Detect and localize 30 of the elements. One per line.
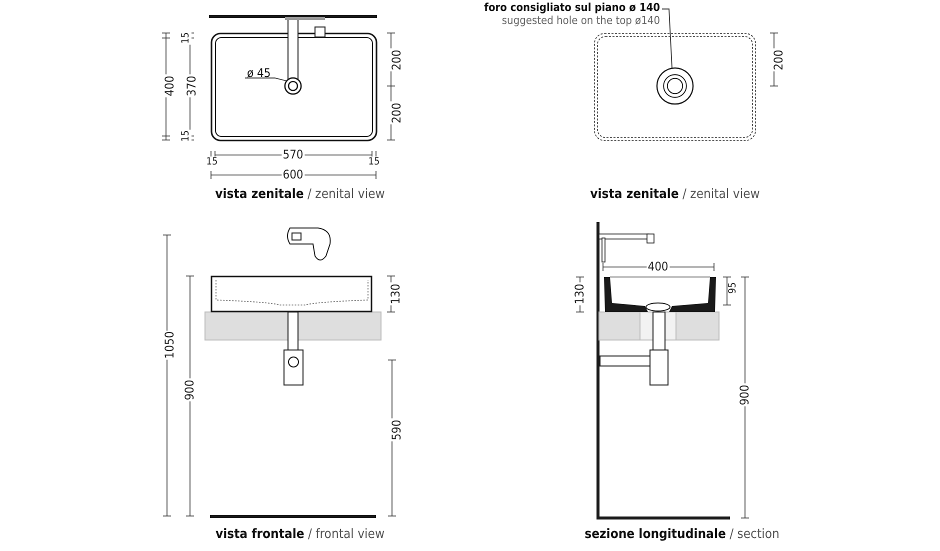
dimension-value: 900 bbox=[183, 378, 197, 402]
dimension-value: 400 bbox=[646, 260, 670, 274]
view-caption: vista zenitale / zenital view bbox=[214, 188, 386, 202]
dimension-value: 900 bbox=[738, 384, 752, 406]
leader-line bbox=[244, 78, 288, 82]
drain-outlet bbox=[284, 77, 302, 95]
dimension-value: 130 bbox=[573, 282, 587, 306]
dimension-value: 15 bbox=[367, 156, 381, 168]
dimension-value: 15 bbox=[180, 129, 192, 143]
hole-marking bbox=[656, 67, 694, 105]
dimension-value: 15 bbox=[205, 156, 219, 168]
view-caption: vista zenitale / zenital view bbox=[589, 188, 761, 202]
dimension-label: ø 45 bbox=[247, 66, 271, 80]
dimension-value: 200 bbox=[390, 102, 404, 124]
dimension-value: 370 bbox=[185, 74, 199, 98]
dimension-value: 600 bbox=[282, 168, 304, 182]
leader-line bbox=[662, 8, 672, 68]
dimension-value: 400 bbox=[163, 74, 177, 98]
dimension-value: 200 bbox=[772, 48, 786, 72]
dimension-value: 15 bbox=[180, 31, 192, 45]
view-caption: vista frontale / frontal view bbox=[214, 528, 386, 542]
dimension-value: 590 bbox=[390, 418, 404, 442]
dimension-value: 95 bbox=[728, 281, 738, 295]
note-text: foro consigliato sul piano ø 140 bbox=[483, 1, 660, 14]
dimension-value: 1050 bbox=[163, 330, 177, 360]
note-translation: suggested hole on the top ø140 bbox=[500, 14, 660, 28]
dimension-value: 570 bbox=[282, 148, 304, 162]
view-caption: sezione longitudinale / section bbox=[584, 528, 780, 542]
dimension-value: 130 bbox=[389, 282, 403, 306]
dimension-value: 200 bbox=[390, 48, 404, 72]
